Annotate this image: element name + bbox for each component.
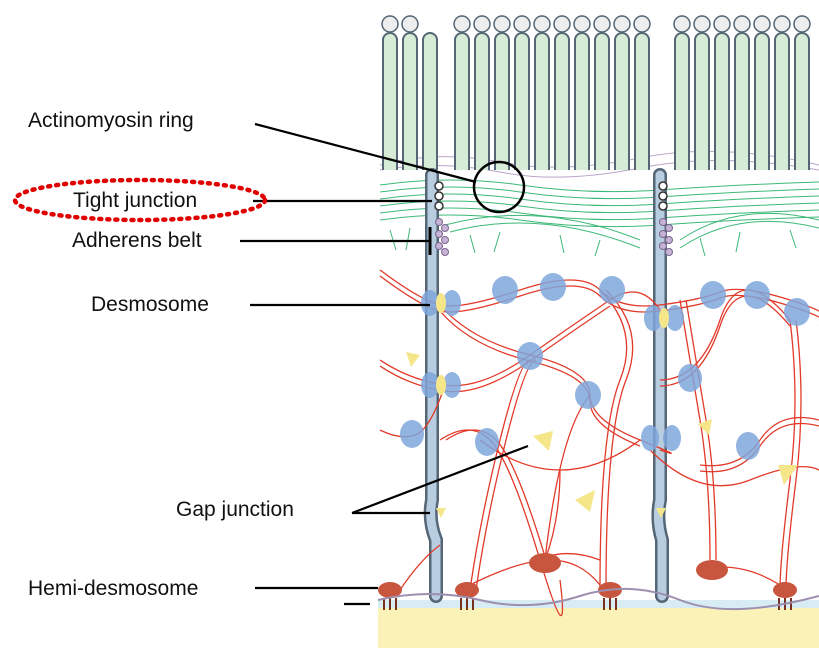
label-actinomyosin-ring: Actinomyosin ring <box>28 109 194 132</box>
label-tight-junction: Tight junction <box>73 189 197 212</box>
microvilli-tips <box>382 16 810 32</box>
label-adherens-belt: Adherens belt <box>72 229 202 252</box>
microvilli <box>383 33 809 170</box>
label-gap-junction: Gap junction <box>176 498 294 521</box>
basal-lamina <box>378 605 819 648</box>
label-hemi-desmosome: Hemi-desmosome <box>28 577 198 600</box>
label-desmosome: Desmosome <box>91 293 209 316</box>
